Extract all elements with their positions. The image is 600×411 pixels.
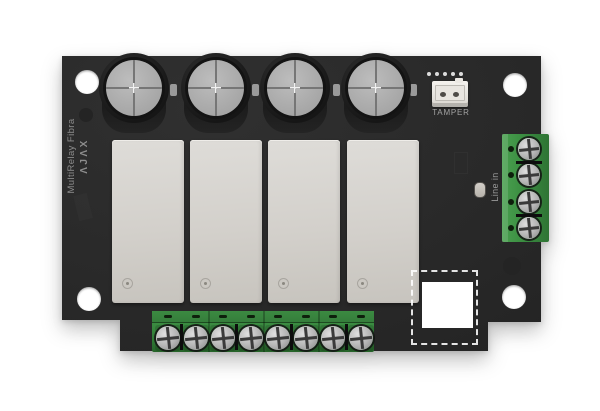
capacitor-vent-top [188, 60, 244, 116]
line-in-label: Line in [490, 172, 500, 202]
capacitor-vent-top [106, 60, 162, 116]
pcb-via-hole [79, 108, 93, 122]
dashed-outline-zone [411, 270, 478, 345]
capacitor-1 [99, 53, 169, 133]
capacitor-vent-top [267, 60, 323, 116]
mounting-hole-top-left [75, 70, 99, 94]
relay-pin-indicator [200, 278, 211, 289]
wire-entry-slot [191, 315, 200, 318]
wire-entry-slot [329, 315, 337, 318]
capacitor-2 [181, 53, 251, 133]
terminal-pair-seam [263, 311, 265, 352]
capacitor-vent-top [348, 60, 404, 116]
wire-entry-slot [274, 315, 282, 318]
wire-entry-hole [508, 172, 514, 178]
tamper-solder-pin [459, 72, 463, 76]
tamper-connector [432, 78, 468, 107]
terminal-divider [516, 161, 542, 164]
line-in-terminal-block [502, 134, 549, 242]
line-in-screw-4 [516, 215, 542, 241]
terminal-divider [290, 324, 293, 350]
pcb-tab [333, 84, 340, 96]
connector-pin [453, 92, 459, 97]
terminal-pair-seam [318, 311, 320, 352]
capacitor-3 [260, 53, 330, 133]
terminal-divider [516, 214, 542, 217]
product-name-label: MultiRelay Fibra [66, 118, 77, 194]
line-in-screw-2 [516, 162, 542, 188]
relay-1 [112, 140, 184, 303]
mounting-hole-bottom-right [502, 285, 526, 309]
wire-entry-slot [219, 315, 227, 318]
silkscreen-brand-text: MultiRelay Fibra ΛJΛX [65, 118, 91, 193]
relay-pin-indicator [357, 278, 368, 289]
tamper-solder-pin [451, 72, 455, 76]
tamper-solder-pin [443, 72, 447, 76]
wire-entry-hole [508, 146, 514, 152]
capacitor-4 [341, 53, 411, 133]
terminal-wire-entry-band [152, 311, 374, 323]
relay-pin-indicator [122, 278, 133, 289]
pcb-tab [170, 84, 177, 96]
pcb-component-outline [454, 152, 468, 174]
connector-notch [455, 78, 463, 83]
connector-pin [440, 92, 446, 97]
line-in-screw-1 [516, 136, 542, 162]
mounting-hole-top-right [503, 73, 527, 97]
wire-entry-slot [164, 315, 172, 318]
connector-face [435, 85, 465, 101]
tamper-solder-pin [435, 72, 439, 76]
relay-2 [190, 140, 262, 303]
wire-entry-hole [508, 199, 514, 205]
line-in-screw-3 [516, 189, 542, 215]
wire-entry-slot [356, 315, 365, 318]
tamper-label: TAMPER [432, 108, 470, 117]
output-terminal-block [152, 311, 374, 352]
status-led [474, 182, 486, 198]
relay-4 [347, 140, 419, 303]
wire-entry-slot [301, 315, 310, 318]
relay-3 [268, 140, 340, 303]
relay-pin-indicator [278, 278, 289, 289]
terminal-divider [235, 324, 238, 350]
wire-entry-hole [508, 225, 514, 231]
pcb-via-hole [503, 257, 521, 275]
mounting-hole-bottom-left [77, 287, 101, 311]
brand-logo: ΛJΛX [79, 138, 90, 174]
terminal-divider [345, 324, 348, 350]
terminal-pair-seam [208, 311, 210, 352]
pcb-tab [252, 84, 259, 96]
square-cutout [422, 282, 473, 328]
pcb-tab [410, 84, 417, 96]
terminal-divider [180, 324, 183, 350]
tamper-solder-pin [427, 72, 431, 76]
wire-entry-slot [246, 315, 255, 318]
pcb-certification-marking [73, 192, 93, 222]
